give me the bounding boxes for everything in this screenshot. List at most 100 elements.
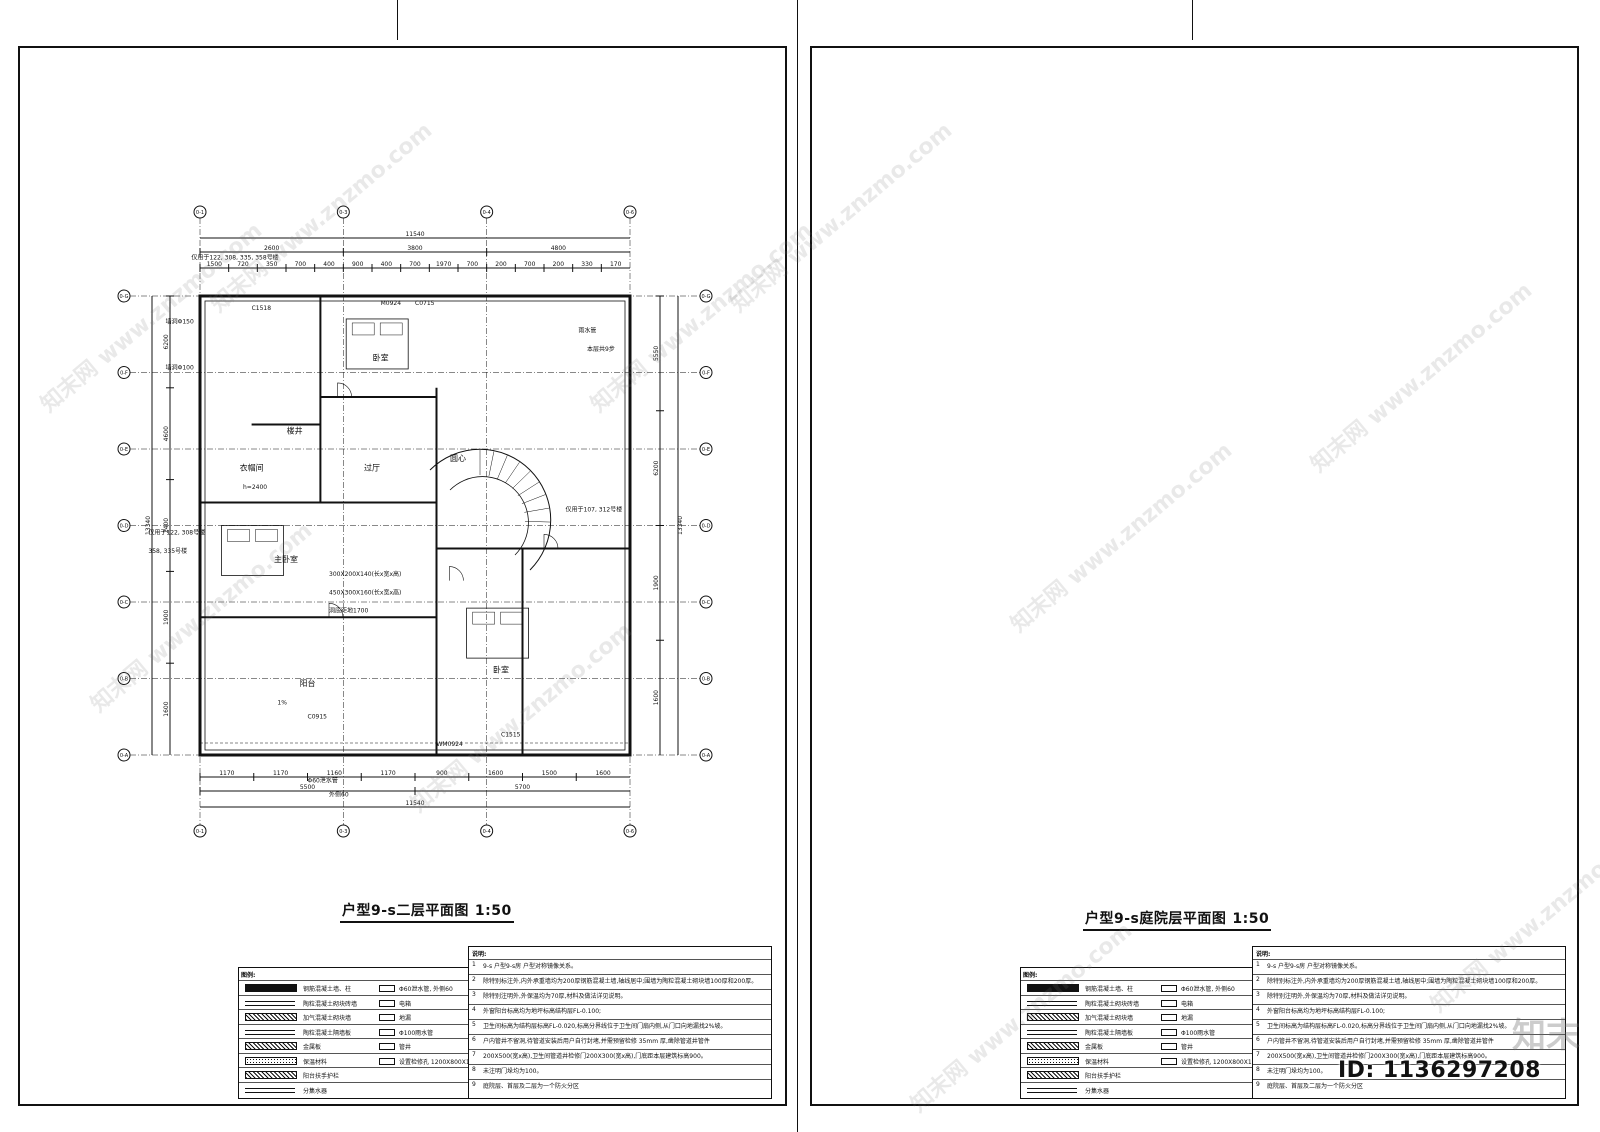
axis-label: 0-F xyxy=(120,371,128,377)
drawing-sheet-second-floor xyxy=(18,46,787,1106)
axis-bubble xyxy=(699,289,713,303)
axis-label: 0-B xyxy=(120,677,129,683)
legend-symbol xyxy=(245,1056,297,1065)
stair-tread xyxy=(505,462,520,484)
legend-label-secondary: 管井 xyxy=(1181,1044,1194,1051)
legend-symbol-secondary xyxy=(379,1028,395,1036)
legend-row: 陶粒混凝土砌块砖墙电箱 xyxy=(1021,994,1253,1011)
note-number: 9 xyxy=(472,1081,476,1088)
note-text: 外窗阳台标高均为地坪标高结构层FL-0.100; xyxy=(483,1008,602,1015)
dim-bottom-sub: 1170 xyxy=(380,770,395,777)
legend-row: 阳台扶手护栏 xyxy=(239,1067,469,1083)
dim-top-sub: 200 xyxy=(495,261,507,268)
annotation-label: C0715 xyxy=(415,300,435,307)
legend-row: 保温材料设置检修孔 1200X800X1200 (长X宽X高) xyxy=(239,1052,514,1069)
note-text: 9-s 户型9-s房 户型对称镜像关系。 xyxy=(483,963,578,970)
axis-bubble xyxy=(623,205,637,219)
legend-label-secondary: 电箱 xyxy=(1181,1000,1194,1008)
note-text: 庭院层、首层及二层为一个防火分区 xyxy=(1267,1083,1364,1090)
axis-bubble xyxy=(336,824,350,838)
legend-label-secondary: 设置检修孔 1200X800X1200 (长X宽X高) xyxy=(1181,1058,1296,1066)
legend-row: 分集水器 xyxy=(239,1081,469,1098)
axis-bubble xyxy=(117,442,131,456)
legend-row: 加气混凝土砌块墙地漏 xyxy=(239,1009,469,1025)
note-text: 户内管井不留洞,待管道安装后用户自行封堵,并需预留检修 35mm 厚,凿除管道井… xyxy=(483,1038,710,1045)
dim-top-sub: 400 xyxy=(381,261,393,268)
note-text: 外窗阳台标高均为地坪标高结构层FL-0.100; xyxy=(1267,1008,1386,1015)
axis-bubble xyxy=(117,748,131,762)
note-row: 9 庭院层、首层及二层为一个防火分区 xyxy=(469,1079,771,1091)
sheet-divider xyxy=(797,0,798,1132)
axis-bubble xyxy=(699,519,713,532)
room-label: 圆心 xyxy=(450,454,466,463)
legend-label: 保温材料 xyxy=(303,1058,328,1066)
legend-label: 金属板 xyxy=(1085,1044,1104,1051)
legend-symbol-secondary xyxy=(1161,1043,1177,1050)
legend-symbol-secondary xyxy=(1161,1057,1177,1065)
dim-right: 1900 xyxy=(653,575,660,590)
note-number: 5 xyxy=(1256,1021,1260,1028)
legend-symbol-secondary xyxy=(379,1057,395,1065)
pillow xyxy=(379,322,403,336)
door-swing xyxy=(543,534,559,549)
axis-bubble xyxy=(117,519,131,532)
axis-label: 0-6 xyxy=(626,829,634,835)
dim-top-sub: 700 xyxy=(295,261,307,268)
top-trim-mark xyxy=(397,0,398,40)
annotation-label: 外侧60 xyxy=(329,790,349,798)
legend-row: 金属板管井 xyxy=(239,1038,469,1054)
annotation-label: C1518 xyxy=(252,305,272,312)
legend-label: 保温材料 xyxy=(1085,1058,1110,1066)
annotation-label: 墙洞Φ150 xyxy=(166,318,194,326)
notes-title: 说明: xyxy=(1256,951,1271,958)
note-text: 庭院层、首层及二层为一个防火分区 xyxy=(483,1083,580,1090)
dim-bottom-sub: 1500 xyxy=(542,770,557,777)
note-number: 6 xyxy=(472,1036,476,1043)
note-text: 未注明门垛均为100。 xyxy=(1267,1068,1327,1075)
note-number: 9 xyxy=(1256,1081,1260,1088)
legend-row: 金属板 管井 xyxy=(1021,1038,1253,1054)
legend-symbol-secondary xyxy=(379,999,395,1007)
legend-label: 分集水器 xyxy=(303,1087,328,1095)
axis-label: 0-D xyxy=(120,524,129,530)
legend-symbol xyxy=(1027,1056,1079,1065)
legend-label: 钢筋混凝土墙、柱 xyxy=(1085,986,1134,993)
pillow xyxy=(472,611,495,625)
legend-label: 加气混凝土砌块墙 xyxy=(303,1015,352,1022)
legend-symbol-secondary xyxy=(1161,985,1177,992)
legend-label-secondary: 管井 xyxy=(399,1044,412,1051)
legend-symbol xyxy=(245,1013,297,1021)
stair-tread xyxy=(517,481,540,496)
annotation-label: 洞底距地1700 xyxy=(329,607,368,615)
axis-bubble xyxy=(193,205,207,219)
dim-left: 1900 xyxy=(163,609,170,624)
note-row: 9 庭院层、首层及二层为一个防火分区 xyxy=(1253,1079,1565,1091)
legend-row: 分集水器 xyxy=(1021,1081,1253,1098)
annotation-label: 仅用于107, 312号楼 xyxy=(566,506,623,514)
note-number: 6 xyxy=(1256,1036,1260,1043)
exterior-wall xyxy=(198,294,632,757)
dim-top-sub: 1500 xyxy=(207,261,222,268)
note-number: 3 xyxy=(1256,991,1260,998)
legend-symbol xyxy=(1027,1087,1077,1093)
note-text: 除特别注明外,外保温均为70厚,材料及做法详见说明。 xyxy=(483,993,627,1000)
dim-overall-left: 13340 xyxy=(145,516,152,535)
note-number: 1 xyxy=(1256,961,1260,968)
legend-label: 加气混凝土砌块墙 xyxy=(1085,1015,1134,1022)
dim-top-sub: 350 xyxy=(266,261,278,268)
dim-bottom-sub: 1600 xyxy=(488,770,503,777)
dim-top-sub: 1970 xyxy=(436,261,451,268)
dim-left: 1600 xyxy=(163,701,170,716)
dim-overall-bottom: 11540 xyxy=(405,800,424,807)
